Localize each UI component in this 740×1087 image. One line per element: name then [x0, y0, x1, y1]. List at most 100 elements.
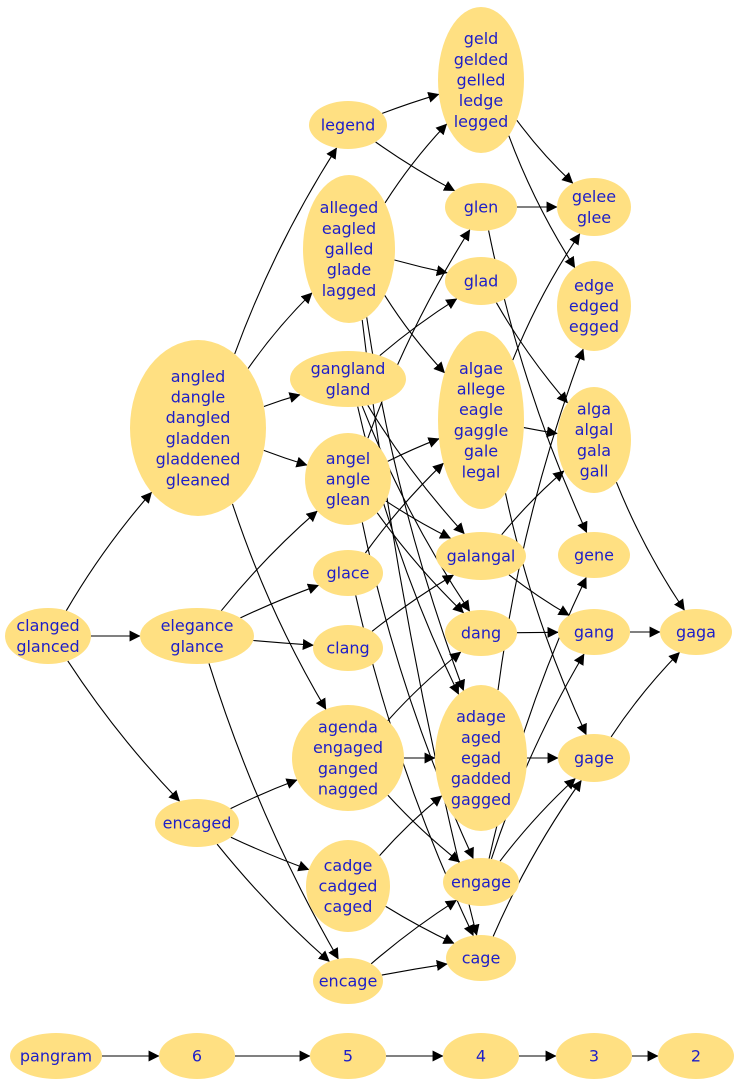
- node-shape-angled: [130, 340, 266, 516]
- node-word: elegance: [161, 616, 234, 635]
- node-legend: legend: [309, 101, 387, 149]
- node-word: dangled: [166, 408, 231, 427]
- node-clang: clang: [313, 625, 383, 671]
- node-word: gelled: [457, 71, 506, 90]
- node-shape-cage: [446, 935, 516, 981]
- node-shape-cadge: [306, 840, 390, 932]
- node-word: gene: [574, 546, 614, 565]
- node-dang: dang: [445, 610, 517, 656]
- node-word: egged: [569, 317, 619, 336]
- node-shape-gelee: [557, 178, 631, 236]
- node-word: gleaned: [166, 470, 230, 489]
- node-word: encaged: [163, 814, 232, 833]
- node-word: allege: [457, 379, 506, 398]
- node-n2: 2: [658, 1033, 734, 1079]
- node-word: gang: [574, 623, 614, 642]
- node-word: gagged: [451, 790, 511, 809]
- edge-encaged-encage: [216, 843, 330, 962]
- edge-geld-edge: [508, 135, 576, 269]
- node-word: glace: [326, 564, 369, 583]
- node-word: galangal: [447, 547, 516, 566]
- node-word: angled: [171, 367, 226, 386]
- node-word: pangram: [20, 1047, 92, 1066]
- node-word: adage: [456, 707, 506, 726]
- node-shape-alleged: [303, 175, 395, 323]
- node-word: caged: [324, 897, 373, 916]
- node-shape-elegance: [140, 608, 254, 664]
- node-word: legend: [321, 116, 376, 135]
- node-shape-n2: [658, 1033, 734, 1079]
- node-word: galled: [325, 240, 374, 259]
- node-word: alga: [577, 399, 611, 418]
- edge-clanged-angled: [65, 491, 153, 611]
- node-shape-n5: [310, 1033, 386, 1079]
- edge-angel-dang: [376, 512, 464, 614]
- node-word: 3: [589, 1047, 599, 1066]
- edge-angled-legend: [234, 147, 338, 355]
- node-word: eagle: [459, 400, 503, 419]
- node-word: gage: [574, 749, 614, 768]
- node-word: agenda: [318, 718, 378, 737]
- node-word: engaged: [313, 738, 383, 757]
- edge-agenda-dang: [387, 651, 462, 722]
- node-word: gelded: [454, 50, 509, 69]
- node-word: gaggle: [454, 421, 509, 440]
- edge-engage-gang: [490, 653, 585, 860]
- node-shape-glace: [313, 550, 383, 596]
- node-word: glee: [577, 208, 611, 227]
- edge-angel-glen: [367, 229, 471, 439]
- edge-alleged-algae: [384, 295, 446, 374]
- edge-algae-alga: [523, 426, 558, 438]
- edge-legend-geld: [382, 91, 440, 114]
- edge-encaged-agenda: [230, 778, 298, 810]
- edge-cage-gage: [492, 780, 582, 937]
- node-word: gelee: [572, 187, 616, 206]
- node-word: egad: [461, 749, 501, 768]
- node-word: encage: [319, 972, 378, 991]
- edge-angled-alleged: [247, 292, 313, 369]
- edge-elegance-angel: [220, 510, 318, 612]
- node-word: gaga: [676, 623, 716, 642]
- node-shape-galangal: [436, 532, 526, 580]
- edge-glace-algae: [364, 462, 444, 554]
- node-word: dangle: [171, 387, 226, 406]
- node-shape-alga: [557, 387, 631, 493]
- node-glace: glace: [313, 550, 383, 596]
- edge-elegance-glace: [240, 583, 320, 619]
- node-shape-algae: [438, 331, 524, 509]
- node-gene: gene: [558, 532, 630, 578]
- edge-cadge-adage: [379, 795, 443, 856]
- node-word: cadged: [319, 877, 378, 896]
- node-shape-dang: [445, 610, 517, 656]
- edge-alleged-geld: [384, 123, 448, 204]
- node-n6: 6: [159, 1033, 235, 1079]
- node-word: clanged: [16, 616, 79, 635]
- edge-gangland-galangal: [367, 405, 465, 535]
- node-word: aged: [461, 728, 501, 747]
- node-shape-clanged: [5, 608, 91, 664]
- node-word: edge: [574, 276, 614, 295]
- node-n4: 4: [443, 1033, 519, 1079]
- edge-encaged-cadge: [230, 836, 310, 872]
- node-shape-engage: [443, 858, 519, 906]
- edge-alleged-glad: [394, 259, 448, 277]
- node-shape-clang: [313, 625, 383, 671]
- node-n3: 3: [556, 1033, 632, 1079]
- node-cage: cage: [446, 935, 516, 981]
- node-shape-n3: [556, 1033, 632, 1079]
- node-shape-gaga: [660, 609, 732, 655]
- node-engage: engage: [443, 858, 519, 906]
- node-word: glanced: [16, 637, 79, 656]
- node-word: cadge: [324, 856, 373, 875]
- node-shape-encage: [313, 958, 383, 1004]
- node-glen: glen: [445, 183, 517, 231]
- node-galangal: galangal: [436, 532, 526, 580]
- node-angled: angleddangledangledgladdengladdenedglean…: [130, 340, 266, 516]
